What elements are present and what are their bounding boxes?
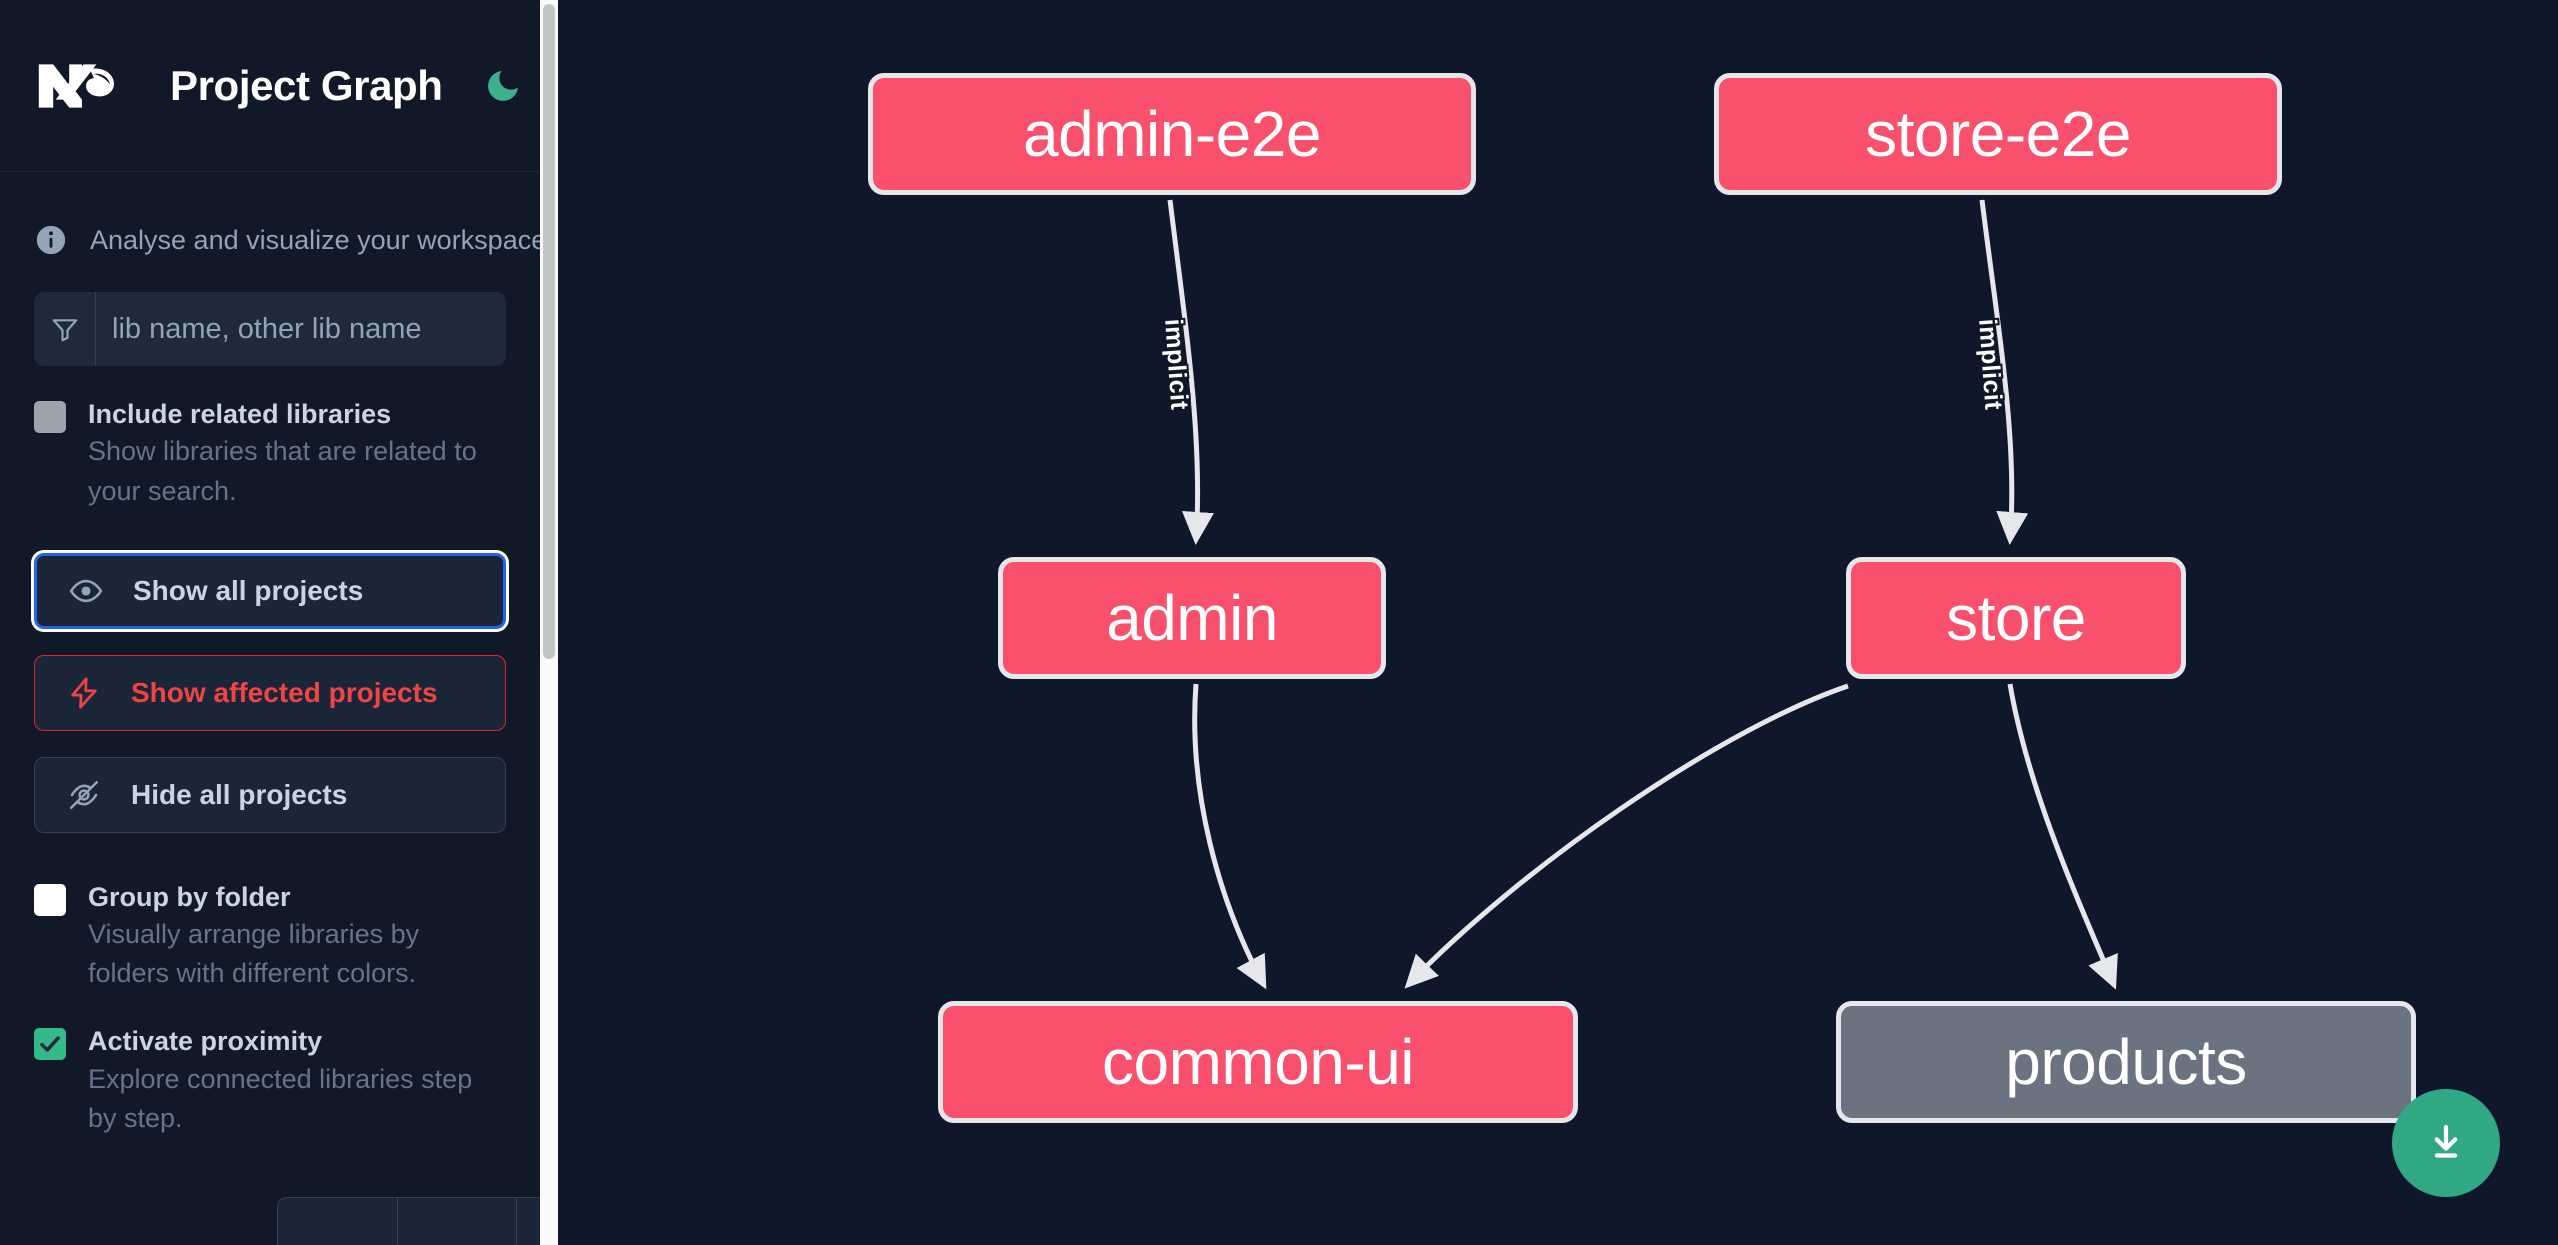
checkbox-row-group-by-folder[interactable]: Group by folder Visually arrange librari… — [0, 879, 540, 994]
sidebar-scrollbar-thumb[interactable] — [543, 4, 555, 659]
show-affected-projects-button[interactable]: Show affected projects — [34, 654, 506, 731]
checkbox-label: Include related libraries — [88, 399, 392, 429]
nx-logo-icon — [34, 58, 122, 114]
hide-all-projects-button[interactable]: Hide all projects — [34, 756, 506, 833]
edge-store-to-products — [2007, 683, 2118, 990]
button-label: Show all projects — [133, 574, 364, 606]
graph-node-store-e2e[interactable]: store-e2e — [1714, 73, 2282, 195]
funnel-icon — [34, 292, 96, 366]
proximity-segmented-control[interactable] — [277, 1197, 558, 1245]
sidebar-content: Project Graph Analyse and visualize your… — [0, 0, 558, 1245]
button-label: Show affected projects — [131, 676, 438, 708]
download-icon — [2434, 1124, 2458, 1158]
include-related-libraries-checkbox[interactable] — [34, 401, 66, 433]
node-label: admin — [1106, 582, 1278, 654]
graph-node-store[interactable]: store — [1846, 557, 2186, 679]
workspace-tagline: Analyse and visualize your workspace. — [0, 172, 554, 262]
include-related-libraries-text: Include related libraries Show libraries… — [88, 396, 506, 511]
checkbox-description: Show libraries that are related to your … — [88, 436, 477, 506]
checkbox-row-include-related-libraries[interactable]: Include related libraries Show libraries… — [0, 396, 540, 511]
checkbox-description: Explore connected libraries step by step… — [88, 1063, 473, 1134]
edge-admin-to-common-ui — [1192, 683, 1267, 990]
checkbox-label: Activate proximity — [88, 1026, 323, 1057]
graph-node-admin-e2e[interactable]: admin-e2e — [868, 73, 1476, 195]
activate-proximity-checkbox[interactable] — [34, 1028, 66, 1061]
group-by-folder-text: Group by folder Visually arrange librari… — [88, 879, 506, 994]
check-icon — [40, 1036, 60, 1053]
eye-off-icon — [65, 778, 103, 812]
node-label: store-e2e — [1865, 98, 2131, 170]
button-label: Hide all projects — [131, 778, 348, 810]
lightning-bolt-icon — [65, 676, 103, 710]
projects-button-group: Show all projects Show affected projects — [34, 552, 506, 833]
show-all-projects-button[interactable]: Show all projects — [34, 552, 506, 629]
node-label: store — [1946, 582, 2086, 654]
eye-icon — [67, 574, 105, 608]
node-label: admin-e2e — [1023, 98, 1321, 170]
moon-icon[interactable] — [483, 63, 523, 109]
graph-node-common-ui[interactable]: common-ui — [938, 1001, 1578, 1123]
graph-edges — [1167, 199, 2118, 990]
page-title: Project Graph — [170, 61, 443, 109]
activate-proximity-text: Activate proximity Explore connected lib… — [88, 1023, 506, 1138]
node-label: products — [2005, 1026, 2247, 1098]
filter-search-box[interactable] — [34, 292, 506, 366]
sidebar-header: Project Graph — [0, 0, 540, 172]
info-icon — [34, 223, 68, 257]
graph-canvas[interactable]: admin-e2e store-e2e admin store common-u… — [558, 0, 2558, 1245]
checkbox-row-activate-proximity[interactable]: Activate proximity Explore connected lib… — [0, 1023, 540, 1138]
edge-store-e2e-to-store — [1979, 199, 2029, 545]
search-input[interactable] — [96, 292, 506, 366]
node-label: common-ui — [1101, 1026, 1415, 1098]
segment-option-1[interactable] — [278, 1198, 398, 1245]
tagline-text: Analyse and visualize your workspace. — [90, 224, 554, 255]
sidebar: Project Graph Analyse and visualize your… — [0, 0, 558, 1245]
edge-admin-e2e-to-admin — [1167, 199, 1214, 545]
segment-option-2[interactable] — [398, 1198, 518, 1245]
graph-node-admin[interactable]: admin — [998, 557, 1386, 679]
group-by-folder-checkbox[interactable] — [34, 883, 66, 916]
edge-store-to-common-ui — [1404, 683, 1849, 989]
checkbox-description: Visually arrange libraries by folders wi… — [88, 919, 420, 989]
graph-node-products[interactable]: products — [1836, 1001, 2416, 1123]
sidebar-scrollbar[interactable] — [540, 0, 558, 1245]
checkbox-label: Group by folder — [88, 881, 291, 912]
download-graph-button[interactable] — [2392, 1089, 2500, 1197]
